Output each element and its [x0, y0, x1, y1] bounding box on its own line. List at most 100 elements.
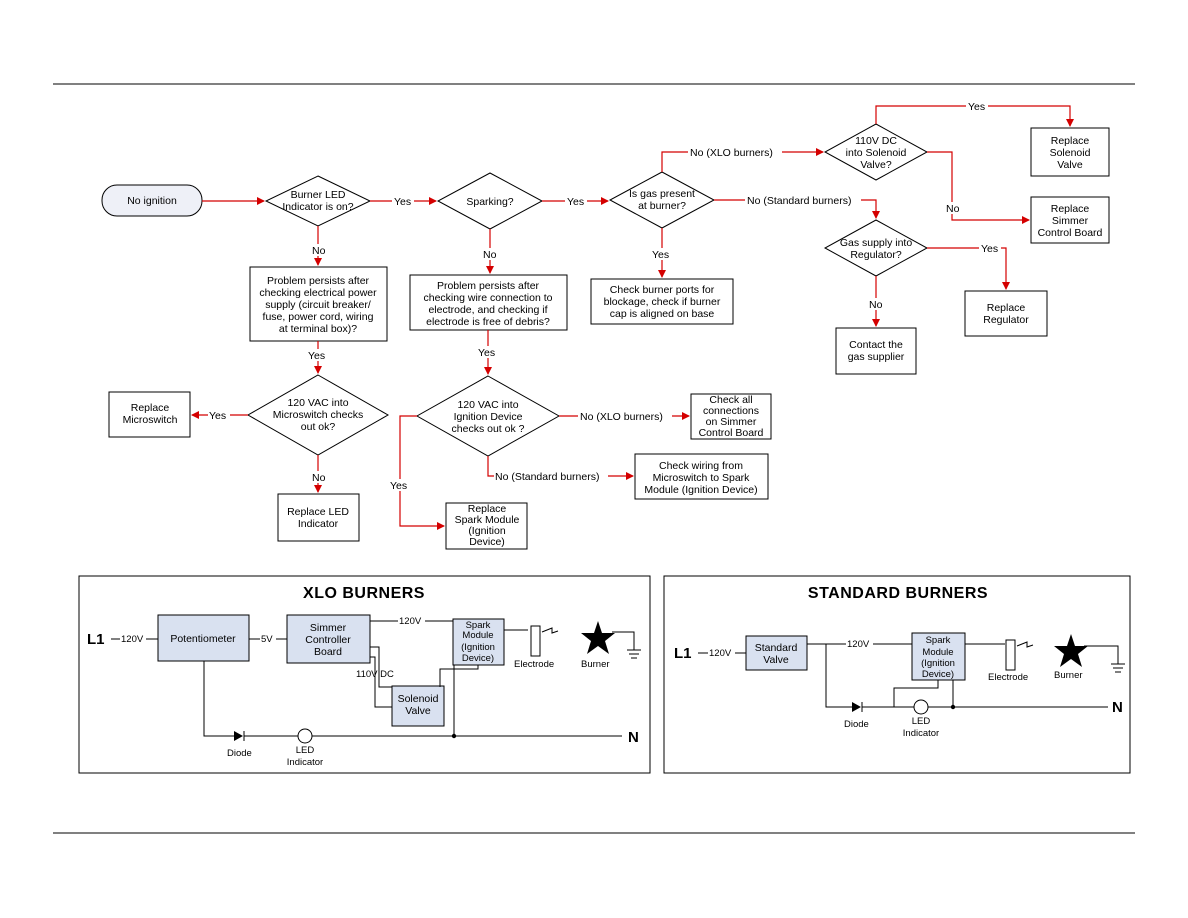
- label-yes-2: Yes: [567, 196, 584, 208]
- standard-led-line-1: LED: [912, 716, 931, 727]
- check-conn-line-2: connections: [703, 405, 759, 417]
- xlo-120v-label: 120V: [121, 634, 144, 645]
- standard-valve-line-2: Valve: [763, 654, 789, 666]
- node-sparking: Sparking?: [436, 172, 544, 230]
- standard-title: STANDARD BURNERS: [808, 585, 988, 602]
- vac-micro-line-1: 120 VAC into: [287, 397, 348, 409]
- standard-burner-label: Burner: [1054, 670, 1083, 681]
- standard-spark-line-3: (Ignition: [921, 658, 955, 669]
- burner-led-line-1: Burner LED: [291, 189, 346, 201]
- problem-power-line-3: supply (circuit breaker/: [265, 299, 371, 311]
- contact-gas-line-1: Contact the: [849, 339, 903, 351]
- label-no-xlo-2: No (XLO burners): [580, 411, 663, 423]
- xlo-120v-label-2: 120V: [399, 616, 422, 627]
- xlo-spark-line-2: Module: [462, 630, 493, 641]
- standard-diode-label: Diode: [844, 719, 869, 730]
- solenoid-q-line-1: 110V DC: [855, 135, 897, 147]
- xlo-burner-star: [581, 621, 615, 654]
- replace-spark-line-4: Device): [469, 536, 505, 548]
- replace-solenoid-line-2: Solenoid: [1050, 147, 1091, 159]
- vac-ign-line-3: checks out ok ?: [452, 423, 525, 435]
- label-yes-3: Yes: [968, 101, 985, 113]
- xlo-burner-label: Burner: [581, 659, 610, 670]
- gas-present-line-1: Is gas present: [629, 188, 695, 200]
- xlo-solenoid-line-2: Valve: [405, 705, 431, 717]
- problem-power-line-4: fuse, power cord, wiring: [263, 311, 374, 323]
- replace-micro-line-2: Microswitch: [123, 414, 178, 426]
- check-conn-line-1: Check all: [709, 394, 752, 406]
- label-no-2: No: [869, 299, 883, 311]
- standard-spark-line-4: Device): [922, 669, 954, 680]
- gas-present-line-2: at burner?: [638, 200, 686, 212]
- xlo-5v-label: 5V: [261, 634, 273, 645]
- check-ports-line-3: cap is aligned on base: [610, 308, 715, 320]
- regulator-q-line-2: Regulator?: [850, 249, 902, 261]
- problem-wire-line-1: Problem persists after: [437, 280, 540, 292]
- label-yes-7: Yes: [209, 410, 226, 422]
- xlo-n-label: N: [628, 729, 639, 746]
- xlo-simmer-line-3: Board: [314, 646, 342, 658]
- label-yes-4: Yes: [981, 243, 998, 255]
- xlo-diode-symbol: [234, 731, 243, 741]
- replace-led-line-1: Replace LED: [287, 506, 349, 518]
- check-ports-line-1: Check burner ports for: [610, 284, 715, 296]
- check-conn-line-4: Control Board: [699, 427, 764, 439]
- problem-power-line-1: Problem persists after: [267, 275, 370, 287]
- label-yes-1: Yes: [394, 196, 411, 208]
- standard-spark-module: [911, 632, 966, 681]
- contact-gas-line-2: gas supplier: [848, 351, 905, 363]
- xlo-solenoid-line-1: Solenoid: [398, 693, 439, 705]
- label-no-3: No: [312, 245, 326, 257]
- standard-n-label: N: [1112, 699, 1123, 716]
- replace-spark-line-1: Replace: [468, 503, 507, 515]
- vac-ign-line-2: Ignition Device: [454, 411, 523, 423]
- xlo-spark-line-4: Device): [462, 653, 494, 664]
- xlo-spark-line-1: Spark: [466, 620, 491, 631]
- flow-labels: Yes Yes No (Standard burners) No (XLO bu…: [208, 100, 1001, 492]
- check-wiring-line-2: Microswitch to Spark: [653, 472, 751, 484]
- xlo-simmer-board: [286, 614, 371, 664]
- burner-led-line-2: Indicator is on?: [282, 201, 353, 213]
- problem-wire-line-3: electrode, and checking if: [428, 304, 547, 316]
- xlo-l1-label: L1: [87, 631, 105, 648]
- label-yes-6: Yes: [308, 350, 325, 362]
- label-no-5: No: [312, 472, 326, 484]
- standard-valve-line-1: Standard: [755, 642, 798, 654]
- xlo-simmer-line-2: Controller: [305, 634, 351, 646]
- standard-led-symbol: [913, 699, 929, 715]
- label-yes-8: Yes: [478, 347, 495, 359]
- xlo-title: XLO BURNERS: [303, 585, 425, 602]
- label-no-4: No: [483, 249, 497, 261]
- standard-led-line-2: Indicator: [903, 728, 939, 739]
- solenoid-q-line-3: Valve?: [860, 159, 891, 171]
- check-wiring-line-1: Check wiring from: [659, 460, 743, 472]
- vac-micro-line-2: Microswitch checks: [273, 409, 363, 421]
- label-yes-9: Yes: [390, 480, 407, 492]
- vac-ign-line-1: 120 VAC into: [457, 399, 518, 411]
